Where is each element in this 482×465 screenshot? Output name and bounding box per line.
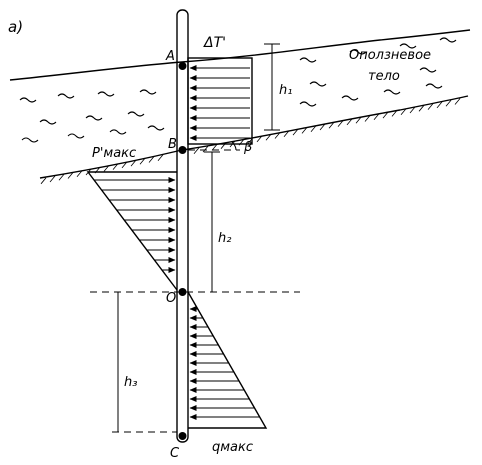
landslide-body-texture: [19, 37, 457, 143]
point-a-marker: [178, 62, 187, 70]
hatch-tick: [337, 120, 344, 127]
hatch-tick: [328, 122, 335, 129]
delta-t-arrows: [189, 65, 250, 141]
wave-mark: [21, 137, 39, 143]
wave-mark: [419, 67, 437, 73]
hatch-tick: [382, 111, 389, 119]
hatch-tick: [49, 175, 56, 183]
wave-mark: [57, 93, 75, 99]
label-delta-t: ΔT': [203, 35, 226, 51]
q-max-arrows: [189, 306, 260, 420]
wave-mark: [349, 49, 367, 55]
hatch-tick: [130, 159, 137, 167]
hatch-tick: [274, 132, 281, 139]
slip-surface-hatching: [40, 98, 461, 185]
hatch-tick: [301, 127, 308, 134]
point-c-marker: [178, 432, 187, 440]
slip-surface: [39, 95, 469, 179]
hatch-tick: [40, 177, 47, 185]
hatch-tick: [409, 106, 416, 114]
hatch-tick: [76, 170, 83, 177]
hatch-tick: [310, 125, 317, 132]
hatch-tick: [319, 123, 326, 131]
p-max-arrows: [94, 177, 176, 273]
p-max-diagram: [86, 171, 178, 291]
hatch-tick: [112, 163, 119, 170]
hatch-tick: [121, 161, 128, 169]
label-point-o: O: [166, 291, 176, 306]
hatch-tick: [67, 172, 74, 179]
hatch-tick: [418, 105, 425, 112]
point-b-marker: [178, 146, 187, 154]
label-beta: β: [243, 140, 252, 155]
point-o-marker: [178, 288, 187, 296]
hatch-tick: [265, 133, 272, 141]
wave-mark: [439, 37, 457, 43]
label-landslide-line1: Оползневое: [349, 48, 431, 63]
hatch-tick: [427, 103, 434, 110]
wave-mark: [341, 95, 359, 101]
hatch-tick: [202, 145, 209, 153]
hatch-tick: [256, 135, 263, 143]
label-h2: h₂: [218, 231, 231, 246]
wave-mark: [109, 129, 127, 135]
label-landslide-line2: тело: [368, 69, 400, 84]
hatch-tick: [391, 110, 398, 117]
hatch-tick: [157, 154, 164, 162]
label-h3: h₃: [124, 375, 137, 390]
label-h1: h₁: [279, 83, 292, 98]
hatch-tick: [283, 130, 290, 138]
label-q-max: qмакс: [212, 440, 253, 455]
wave-mark: [39, 119, 57, 125]
wave-mark: [299, 57, 317, 63]
wave-mark: [425, 83, 443, 89]
hatch-tick: [454, 98, 461, 105]
wave-mark: [19, 97, 37, 103]
hatch-tick: [292, 128, 299, 136]
hatch-tick: [400, 108, 407, 115]
hatch-tick: [58, 174, 65, 181]
beta-angle-arc: [231, 141, 237, 151]
delta-t-diagram: [187, 57, 253, 145]
label-p-max: P'макс: [92, 146, 136, 161]
hatch-tick: [103, 165, 110, 172]
hatch-tick: [148, 156, 155, 163]
wave-mark: [147, 125, 165, 131]
wave-mark: [127, 111, 145, 117]
pile: [176, 9, 189, 443]
wave-mark: [309, 81, 327, 87]
hatch-tick: [436, 101, 443, 109]
q-max-diagram: [187, 291, 268, 429]
hatch-tick: [355, 116, 362, 124]
hatch-tick: [346, 118, 353, 126]
label-point-a: A: [165, 49, 175, 64]
wave-mark: [85, 115, 103, 121]
label-point-c: C: [170, 446, 180, 461]
hatch-tick: [445, 99, 452, 107]
wave-mark: [383, 89, 401, 95]
wave-mark: [299, 101, 317, 107]
panel-label: а): [8, 18, 23, 36]
wave-mark: [67, 133, 85, 139]
hatch-tick: [193, 147, 200, 155]
landslide-top-surface: [9, 29, 471, 81]
label-point-b: B: [168, 137, 177, 152]
hatch-tick: [139, 158, 146, 165]
wave-mark: [399, 43, 417, 49]
wave-mark: [139, 89, 157, 95]
hatch-tick: [211, 144, 218, 151]
hatch-tick: [364, 115, 371, 122]
hatch-tick: [373, 113, 380, 121]
wave-mark: [97, 91, 115, 97]
